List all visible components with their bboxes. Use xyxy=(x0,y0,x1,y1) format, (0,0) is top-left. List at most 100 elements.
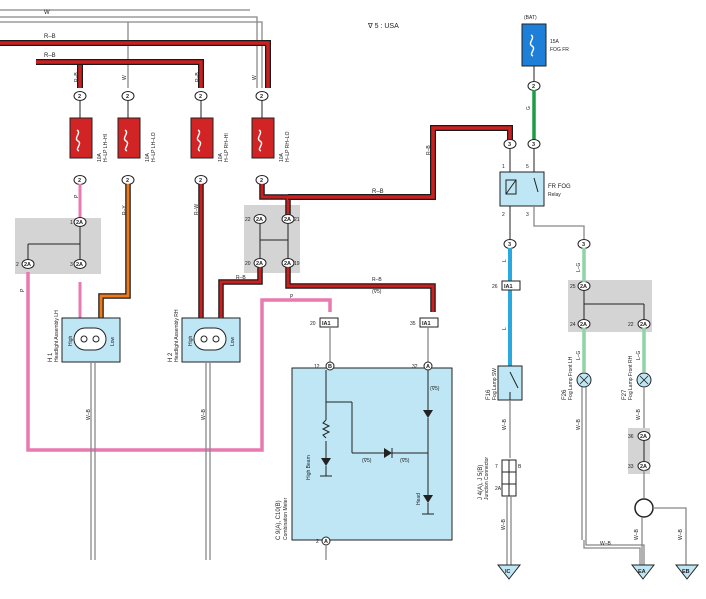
headlight-rh-name: Headlight Assembly RH xyxy=(174,309,180,362)
headlight-lh-hi: High xyxy=(68,335,74,346)
svg-text:EA: EA xyxy=(638,569,646,575)
headlight-lh xyxy=(61,317,121,560)
svg-text:19: 19 xyxy=(294,261,300,267)
fuse-entry-lines xyxy=(79,100,263,118)
usa-note: ∇ 5 : USA xyxy=(367,22,399,30)
wire-relay-out xyxy=(533,206,585,240)
svg-text:3: 3 xyxy=(532,142,535,148)
fuse-lh-hi-amp: 10A xyxy=(97,152,103,162)
fuse-rh-hi: 2 2 xyxy=(190,91,214,185)
fuse-lh-hi-label: H–LP LH–HI xyxy=(103,134,109,162)
lg-label-lh: L–G xyxy=(576,350,582,360)
fog-rh-id: F27 xyxy=(622,389,628,400)
battery-fuse-name: FOG FR xyxy=(550,47,569,53)
connector-relay-bottom: 3 xyxy=(503,239,517,249)
svg-text:20: 20 xyxy=(245,261,251,267)
w-wires xyxy=(0,9,263,88)
meter-v5-right: (∇5) xyxy=(400,458,410,464)
rb-label-relay-v: R–B xyxy=(426,145,432,155)
p-label-lh: P xyxy=(74,194,80,198)
headlight-lh-lo: Low xyxy=(110,336,116,346)
wire-rb-to-ia1-core xyxy=(286,267,435,312)
battery-label: (BAT) xyxy=(524,15,537,21)
svg-text:A: A xyxy=(324,539,328,545)
meter-name: Combination Meter xyxy=(283,497,289,540)
rb-label-top: R–B xyxy=(44,34,56,40)
wb-label-switch: W–B xyxy=(502,419,508,431)
meter-high-beam: High Beam xyxy=(306,455,312,480)
w-label-top: W xyxy=(44,10,50,16)
battery-fuse-amp: 15A xyxy=(550,39,560,45)
fog-rh-name: Fog Lamp Front RH xyxy=(628,355,634,400)
relay-sub: Relay xyxy=(548,192,561,198)
junction-connector: 7 B 2A xyxy=(495,459,522,497)
svg-text:IA1: IA1 xyxy=(422,321,431,327)
svg-text:2: 2 xyxy=(126,94,129,100)
svg-text:7: 7 xyxy=(495,464,498,470)
svg-text:2A: 2A xyxy=(256,261,263,267)
svg-text:32: 32 xyxy=(412,364,418,370)
rb-label-mid: R–B xyxy=(44,53,56,59)
svg-text:2: 2 xyxy=(260,94,263,100)
p-label-lh2: P xyxy=(20,288,26,292)
meter-v5-top: (∇5) xyxy=(430,386,440,392)
wire-lh-lo-orange-core xyxy=(99,184,130,318)
ground-eb: EB xyxy=(674,564,700,580)
svg-text:25: 25 xyxy=(570,284,576,290)
svg-text:3: 3 xyxy=(526,212,529,218)
svg-text:5: 5 xyxy=(526,164,529,170)
rb-label-fuse3: R–B xyxy=(195,72,201,82)
headlight-rh xyxy=(181,317,241,560)
wire-rb-to-ia1 xyxy=(285,267,436,312)
svg-text:22: 22 xyxy=(245,217,251,223)
wire-rb-to-hlrh-core xyxy=(219,267,262,318)
svg-text:1: 1 xyxy=(70,220,73,226)
svg-text:EB: EB xyxy=(682,569,690,575)
rb-label-hlrh: R–B xyxy=(236,275,246,281)
svg-text:IC: IC xyxy=(505,569,511,575)
svg-text:2: 2 xyxy=(78,178,81,184)
p-label-mid: P xyxy=(290,294,294,300)
headlight-rh-lo: Low xyxy=(230,336,236,346)
meter-id: C 9(A), C10(B) xyxy=(276,500,282,540)
svg-text:2: 2 xyxy=(199,94,202,100)
switch-id: F16 xyxy=(486,389,492,400)
wire-lh-pink-loop xyxy=(26,272,332,452)
svg-text:2: 2 xyxy=(78,94,81,100)
relay-name: FR FOG xyxy=(548,184,571,190)
svg-text:2A: 2A xyxy=(495,486,502,492)
fog-rh-gnd-connectors: 2A 36 2A 33 xyxy=(628,431,651,471)
svg-text:B: B xyxy=(518,464,522,470)
w-label-fuse2: W xyxy=(122,75,128,80)
junction-rh: 2A 22 2A 21 2A 20 2A 19 xyxy=(245,214,300,268)
svg-text:2A: 2A xyxy=(640,464,647,470)
relay-fr-fog: 3 3 1 5 2 3 xyxy=(499,139,545,218)
w-label-fuse4: W xyxy=(252,75,258,80)
svg-text:A: A xyxy=(426,364,430,370)
svg-text:3: 3 xyxy=(70,262,73,268)
rw-label: R–W xyxy=(194,204,200,215)
svg-text:2A: 2A xyxy=(76,220,83,226)
svg-text:2A: 2A xyxy=(24,262,31,268)
rb-label-fuse1: R–B xyxy=(74,72,80,82)
svg-text:35: 35 xyxy=(410,321,416,327)
fuse-lh-hi: 2 2 xyxy=(69,91,93,185)
svg-text:33: 33 xyxy=(628,464,634,470)
svg-text:2A: 2A xyxy=(256,217,263,223)
wb-label-ea: W–B xyxy=(634,529,640,541)
lb-label: L xyxy=(502,259,508,262)
svg-text:36: 36 xyxy=(628,434,634,440)
svg-text:2A: 2A xyxy=(580,322,587,328)
wire-lh-lo-orange xyxy=(98,184,131,318)
svg-text:3: 3 xyxy=(508,242,511,248)
svg-text:2A: 2A xyxy=(640,322,647,328)
ground-wires xyxy=(583,507,687,565)
fuse-rh-hi-label: H–LP RH–HI xyxy=(224,133,230,162)
ground-ea: EA xyxy=(630,564,656,580)
fog-lh-id: F26 xyxy=(562,389,568,400)
fog-lamp-rh xyxy=(636,372,652,432)
svg-text:IA1: IA1 xyxy=(322,321,331,327)
headlight-rh-hi: High xyxy=(188,335,194,346)
battery-fuse: 2 xyxy=(521,23,547,91)
